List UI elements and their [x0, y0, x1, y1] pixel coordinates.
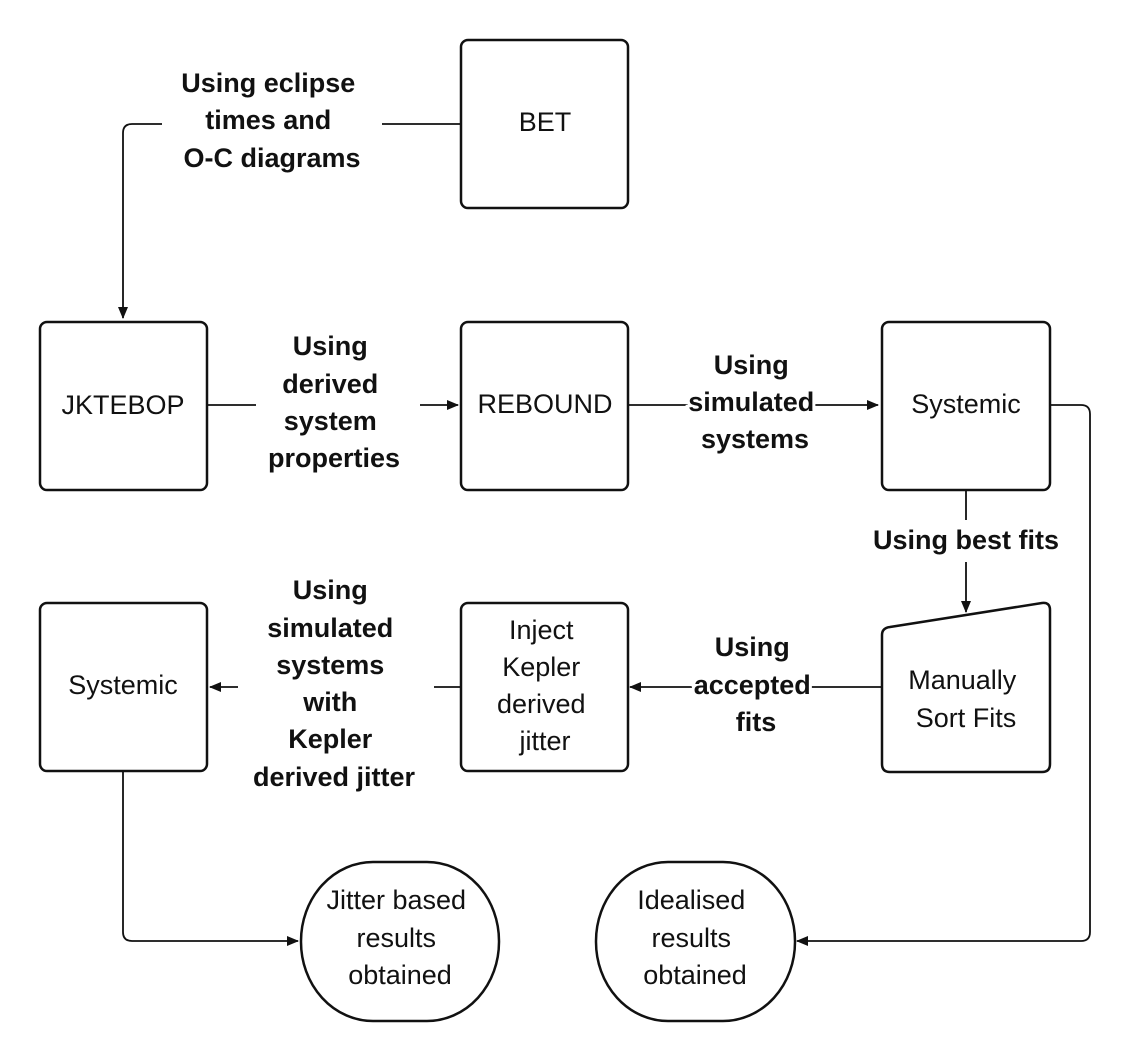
edge-systemic-to-idealised-results: [796, 404, 1091, 946]
svg-text:Using best fits: Using best fits: [873, 525, 1059, 555]
node-bet: BET: [459, 38, 630, 210]
node-systemic-bottom-label: Systemic: [68, 670, 178, 700]
edge-label-inject-to-systemic: Using simulated systems with Kepler deri…: [238, 572, 434, 794]
svg-text:Using simulated sy: Using simulated systems with Kepler deri…: [253, 575, 416, 792]
svg-text:Using derived syst: Using derived system properties: [268, 331, 400, 473]
node-manually-sort-fits-label: Manually Sort Fits: [908, 665, 1024, 733]
edge-label-bet-to-jktebop: Using eclipse times and O-C diagrams: [162, 64, 382, 182]
node-jktebop-label: JKTEBOP: [61, 390, 184, 420]
edge-bet-to-jktebop: [118, 123, 461, 319]
node-jitter-results-label: Jitter based results obtained: [326, 885, 473, 990]
edge-label-systemic-to-sort: Using best fits: [856, 520, 1078, 562]
node-manually-sort-fits: Manually Sort Fits: [880, 601, 1052, 774]
node-jitter-results: Jitter based results obtained: [299, 860, 501, 1023]
svg-text:Using accepted fit: Using accepted fits: [694, 632, 819, 737]
node-systemic-top-label: Systemic: [911, 389, 1021, 419]
svg-text:Using eclipse times and: Using eclipse times and O-C diagrams: [181, 68, 363, 173]
node-systemic-bottom: Systemic: [38, 601, 209, 773]
edge-label-rebound-to-systemic: Using simulated systems: [685, 347, 822, 457]
edge-label-sort-to-inject: Using accepted fits: [691, 629, 819, 740]
node-rebound-label: REBOUND: [477, 389, 612, 419]
svg-text:Using simulated sy: Using simulated systems: [688, 350, 822, 454]
node-inject-jitter: Inject Kepler derived jitter: [459, 601, 630, 773]
node-idealised-results: Idealised results obtained: [594, 860, 797, 1023]
edge-label-jktebop-to-rebound: Using derived system properties: [256, 330, 420, 478]
node-jktebop: JKTEBOP: [38, 320, 209, 492]
node-inject-jitter-label: Inject Kepler derived jitter: [497, 615, 593, 756]
node-systemic-top: Systemic: [880, 320, 1052, 492]
node-rebound: REBOUND: [459, 320, 630, 492]
node-idealised-results-label: Idealised results obtained: [637, 885, 753, 990]
node-bet-label: BET: [519, 107, 572, 137]
edge-systemic-to-jitter-results: [122, 771, 299, 946]
